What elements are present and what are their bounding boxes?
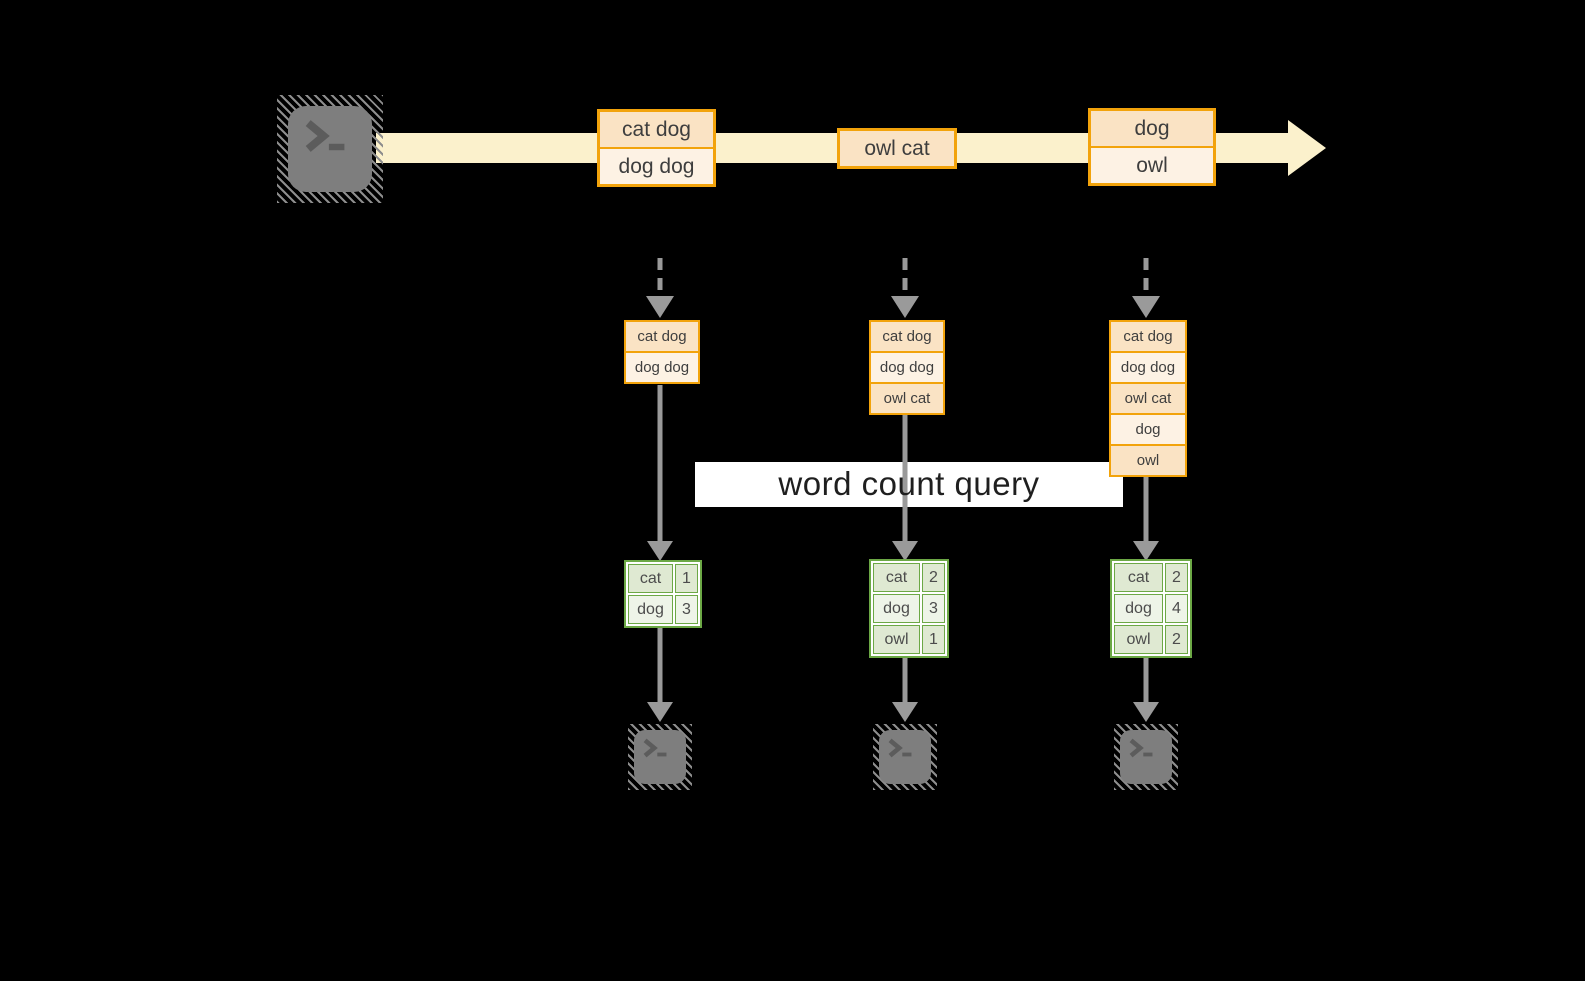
batch-line: dog dog [600, 147, 713, 184]
state-line: cat dog [871, 322, 943, 351]
batch-line: owl cat [840, 131, 954, 166]
stream-batch-1: cat dog dog dog [597, 109, 716, 187]
count-value: 4 [1165, 594, 1188, 623]
terminal-icon [1114, 724, 1178, 790]
count-value: 1 [922, 625, 945, 654]
count-word: cat [873, 563, 920, 592]
batch-line: owl [1091, 146, 1213, 183]
state-line: cat dog [1111, 322, 1185, 351]
terminal-icon-body [288, 106, 372, 192]
count-value: 3 [922, 594, 945, 623]
count-table-1: cat 1 dog 3 [624, 560, 702, 628]
state-line: cat dog [626, 322, 698, 351]
count-word: dog [873, 594, 920, 623]
count-value: 2 [922, 563, 945, 592]
count-table-2: cat 2 dog 3 owl 1 [869, 559, 949, 658]
batch-line: dog [1091, 111, 1213, 146]
stream-to-state-arrow-2 [891, 258, 919, 318]
count-value: 2 [1165, 625, 1188, 654]
terminal-prompt-icon [305, 120, 345, 152]
terminal-prompt-icon [643, 738, 667, 758]
count-word: dog [628, 595, 673, 624]
state-box-1: cat dog dog dog [624, 320, 700, 384]
query-label: word count query [778, 464, 1040, 502]
state-to-count-arrow-2 [892, 415, 918, 561]
state-line: owl cat [1111, 382, 1185, 413]
state-to-count-arrow-3 [1133, 477, 1159, 561]
count-to-sink-arrow-3 [1133, 658, 1159, 722]
count-word: owl [873, 625, 920, 654]
state-line: dog [1111, 413, 1185, 444]
state-box-3: cat dog dog dog owl cat dog owl [1109, 320, 1187, 477]
state-line: owl cat [871, 382, 943, 413]
count-to-sink-arrow-2 [892, 658, 918, 722]
terminal-icon-body [1120, 730, 1172, 784]
terminal-prompt-icon [888, 738, 912, 758]
terminal-icon [873, 724, 937, 790]
stream-batch-2: owl cat [837, 128, 957, 169]
count-to-sink-arrow-1 [647, 628, 673, 722]
state-box-2: cat dog dog dog owl cat [869, 320, 945, 415]
count-word: cat [628, 564, 673, 593]
stream-to-state-arrow-1 [646, 258, 674, 318]
terminal-icon-body [634, 730, 686, 784]
query-band [695, 462, 1123, 507]
state-line: dog dog [871, 351, 943, 382]
state-line: dog dog [626, 351, 698, 382]
state-line: owl [1111, 444, 1185, 475]
stream-batch-3: dog owl [1088, 108, 1216, 186]
count-value: 2 [1165, 563, 1188, 592]
terminal-icon [628, 724, 692, 790]
stream-arrow-head [1288, 120, 1326, 176]
count-table-3: cat 2 dog 4 owl 2 [1110, 559, 1192, 658]
terminal-icon-body [879, 730, 931, 784]
state-line: dog dog [1111, 351, 1185, 382]
count-value: 1 [675, 564, 698, 593]
batch-line: cat dog [600, 112, 713, 147]
stream-to-state-arrow-3 [1132, 258, 1160, 318]
count-word: cat [1114, 563, 1163, 592]
terminal-prompt-icon [1129, 738, 1153, 758]
count-value: 3 [675, 595, 698, 624]
count-word: dog [1114, 594, 1163, 623]
terminal-icon [277, 95, 383, 203]
state-to-count-arrow-1 [647, 385, 673, 561]
count-word: owl [1114, 625, 1163, 654]
